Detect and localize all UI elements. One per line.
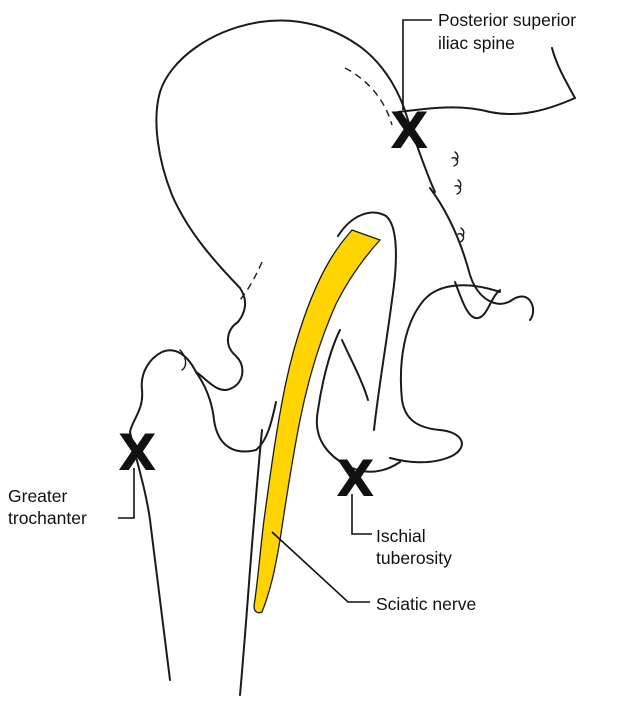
svg-text:Sciatic nerve: Sciatic nerve — [376, 594, 476, 614]
greater-trochanter-x-mark: X — [118, 424, 157, 482]
greater-trochanter-label: Greater trochanter — [8, 486, 87, 528]
sciatic-nerve-label: Sciatic nerve — [376, 594, 476, 614]
svg-text:trochanter: trochanter — [8, 508, 87, 528]
sciatic-leader — [272, 532, 370, 602]
ischial-tuberosity-label: Ischial tuberosity — [376, 526, 452, 568]
ischial-tuberosity-x-mark: X — [336, 450, 375, 508]
svg-text:tuberosity: tuberosity — [376, 548, 452, 568]
psis-x-mark: X — [390, 102, 429, 160]
svg-text:iliac spine: iliac spine — [438, 33, 515, 53]
psis-label: Posterior superior iliac spine — [438, 10, 576, 53]
svg-text:Posterior superior: Posterior superior — [438, 10, 576, 30]
psis-leader — [403, 20, 432, 110]
svg-text:Greater: Greater — [8, 486, 67, 506]
svg-text:Ischial: Ischial — [376, 526, 426, 546]
femur-outline — [130, 322, 276, 695]
